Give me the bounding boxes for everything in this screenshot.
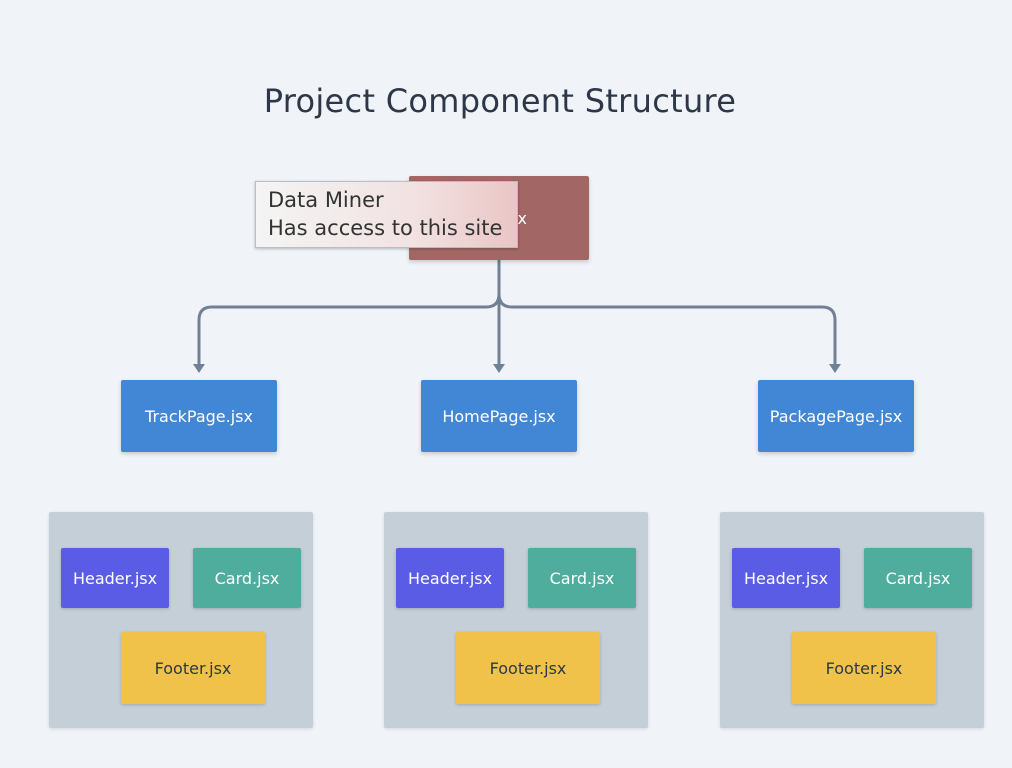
arrowhead-right bbox=[829, 364, 841, 373]
extension-tooltip: Data Miner Has access to this site bbox=[255, 181, 518, 248]
footer-component: Footer.jsx bbox=[121, 632, 265, 704]
page-node-packagepage: PackagePage.jsx bbox=[758, 380, 914, 452]
tooltip-extension-name: Data Miner bbox=[268, 188, 384, 212]
diagram-title: Project Component Structure bbox=[263, 82, 737, 120]
component-group-homepage: Header.jsx Card.jsx Footer.jsx bbox=[384, 512, 648, 728]
page-node-trackpage: TrackPage.jsx bbox=[121, 380, 277, 452]
arrowhead-center bbox=[493, 364, 505, 373]
root-node-label: x bbox=[517, 208, 527, 228]
page-node-homepage: HomePage.jsx bbox=[421, 380, 577, 452]
component-group-trackpage: Header.jsx Card.jsx Footer.jsx bbox=[49, 512, 313, 728]
connector-left bbox=[197, 293, 501, 366]
footer-component: Footer.jsx bbox=[456, 632, 600, 704]
component-group-packagepage: Header.jsx Card.jsx Footer.jsx bbox=[720, 512, 984, 728]
arrowhead-left bbox=[193, 364, 205, 373]
card-component: Card.jsx bbox=[193, 548, 301, 608]
connector-right bbox=[497, 293, 837, 366]
card-component: Card.jsx bbox=[864, 548, 972, 608]
footer-component: Footer.jsx bbox=[792, 632, 936, 704]
header-component: Header.jsx bbox=[732, 548, 840, 608]
header-component: Header.jsx bbox=[396, 548, 504, 608]
card-component: Card.jsx bbox=[528, 548, 636, 608]
header-component: Header.jsx bbox=[61, 548, 169, 608]
tooltip-access-text: Has access to this site bbox=[268, 216, 503, 240]
